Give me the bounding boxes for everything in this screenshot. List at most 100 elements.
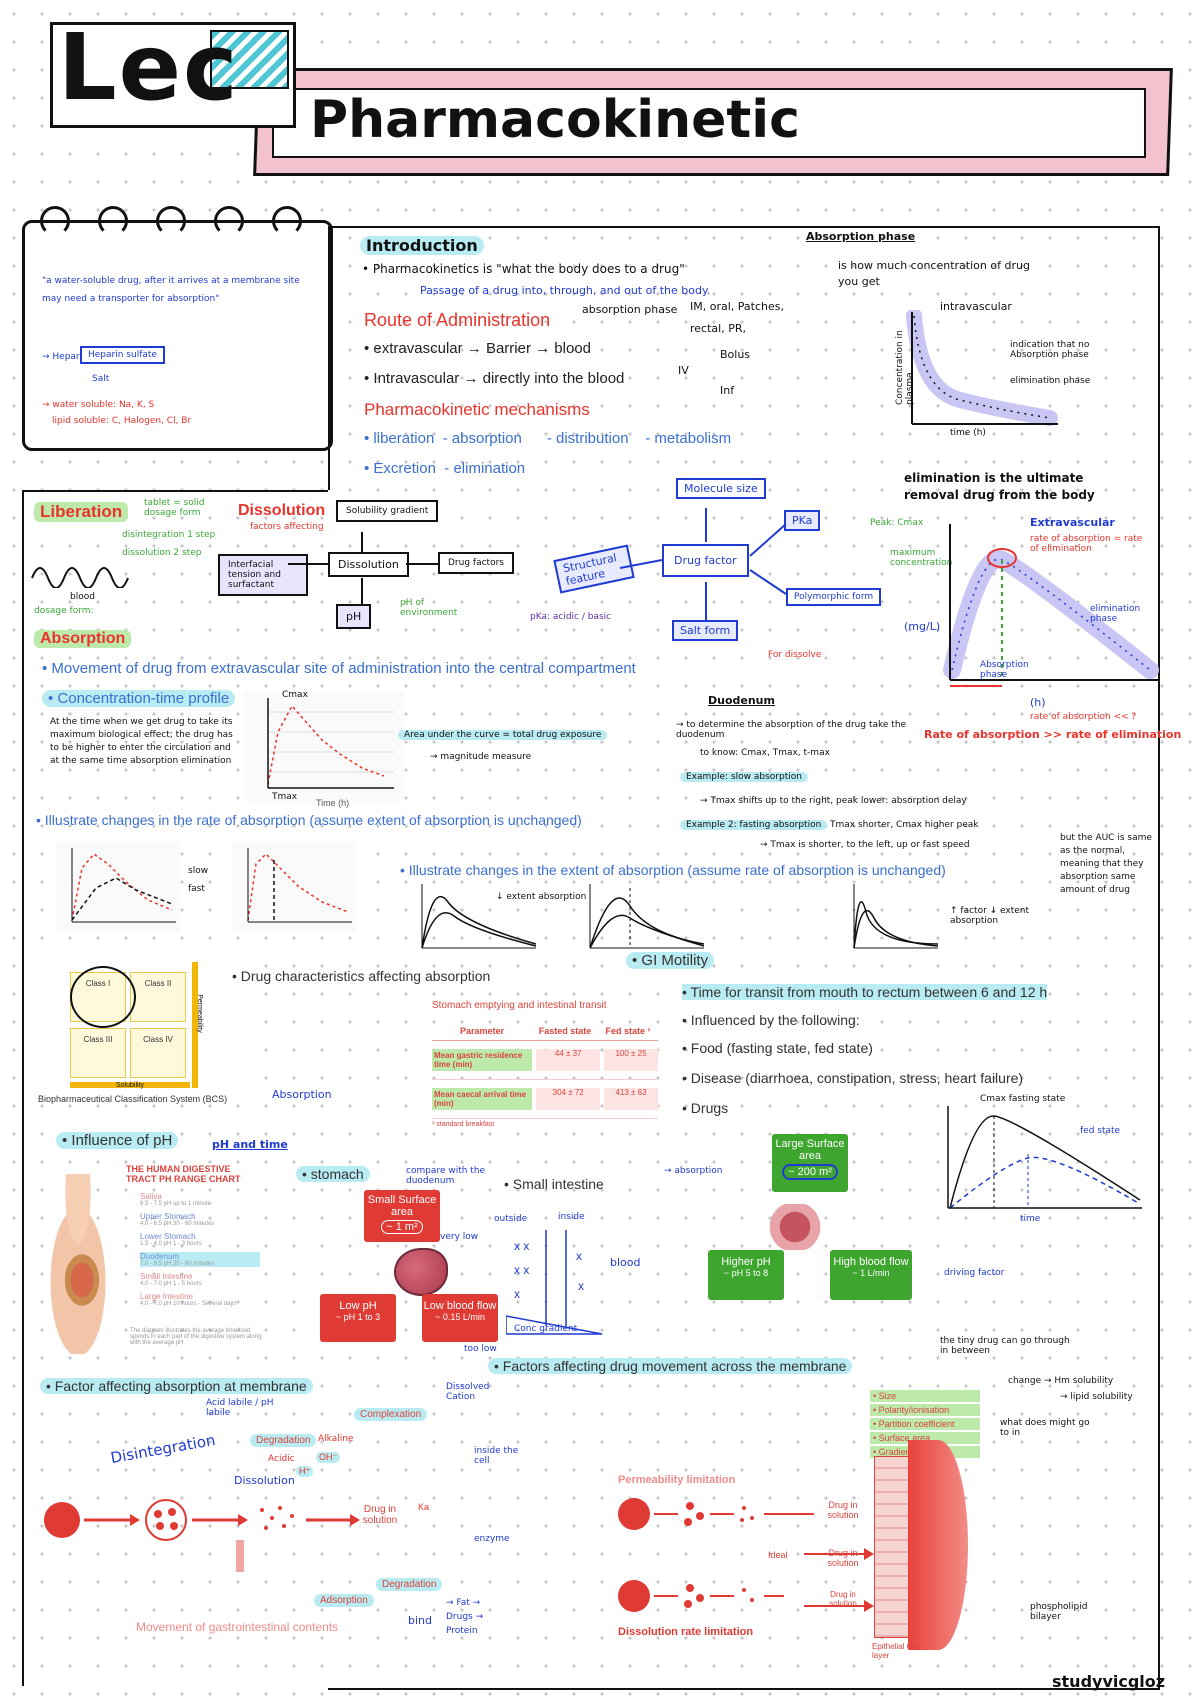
rate-lt-note: rate of absorption << ? (1030, 712, 1137, 722)
gi-item-3: • Disease (diarrhoea, constipation, stre… (682, 1070, 1024, 1086)
dissolution-subnote: factors affecting (250, 522, 324, 532)
bcs-title: Biopharmaceutical Classification System … (38, 1094, 228, 1104)
abs-phase-chart (906, 310, 1058, 426)
mech-heading: Pharmacokinetic mechanisms (364, 400, 590, 419)
max-conc-note: maximum concentration (890, 548, 953, 568)
table-row: Mean gastric residence time (min) 44 ± 3… (432, 1041, 658, 1080)
bcs-absorption-note: Absorption (272, 1088, 332, 1101)
gi-heading: • GI Motility (626, 952, 715, 969)
bcs-class-2: Class II (130, 972, 186, 1022)
dissolution-rate-label: Dissolution rate limitation (618, 1626, 754, 1638)
bcs-circle (70, 966, 136, 1028)
too-low-note: too low (464, 1344, 497, 1354)
extravascular-line: • extravascular → Barrier → blood (364, 340, 591, 357)
bcs-class-3: Class III (70, 1028, 126, 1078)
ph-note: pH and time (212, 1138, 288, 1151)
inside-label: inside (558, 1212, 585, 1222)
conc-gradient-note: Conc gradient (514, 1324, 578, 1334)
box-label: Small Surface area (367, 1194, 437, 1218)
gi-chart (947, 1106, 1142, 1209)
dosage-note: dosage form: (34, 606, 94, 616)
epithelial-label: Epithelial Cell layer (872, 1642, 921, 1660)
header-banner-inner (272, 88, 1146, 158)
ph-caption: The diagram illustrates the average time… (130, 1328, 262, 1346)
extravascular-title: Extravascular (1030, 516, 1115, 529)
salt-box: Salt form (672, 620, 739, 641)
inf-label: Inf (720, 384, 735, 397)
main-frame (328, 226, 1160, 1690)
box-value: ~ pH 1 to 3 (335, 1312, 381, 1322)
permeability-flow (618, 1498, 874, 1612)
footer-credit: studyvicgloz (1052, 1672, 1166, 1691)
ring-icon (156, 206, 186, 236)
box-value: ~ 0.15 L/min (435, 1312, 485, 1322)
oh-minus-pill: OH⁻ (316, 1452, 341, 1463)
interfacial-box: Interfacial tension and surfactant (218, 554, 308, 596)
ph-box: pH (336, 604, 372, 629)
water-soluble-note: → water soluble: Na, K, S (42, 400, 155, 410)
table-cell: 304 ± 72 (536, 1088, 601, 1110)
ph-chart-title: THE HUMAN DIGESTIVE TRACT PH RANGE CHART (126, 1164, 241, 1184)
very-low-note: very low (440, 1232, 479, 1242)
gi-fed-state: fed state (1080, 1126, 1121, 1136)
duodenum-title: Duodenum (708, 694, 775, 707)
factor-item: • Size (870, 1390, 980, 1402)
gradient-sketch: x x x x x x x (506, 1230, 603, 1335)
gi-item-1: • Influenced by the following: (682, 1012, 860, 1028)
lipid-soluble-note: lipid soluble: C, Halogen, Cl, Br (52, 416, 192, 426)
table-cell: Mean gastric residence time (min) (432, 1049, 533, 1071)
tablet-note: tablet = solid dosage form (144, 498, 205, 518)
table-footnote: ¹ standard breakfast (432, 1121, 495, 1128)
extent-chart-1 (421, 884, 537, 949)
cmax-label: Cmax (282, 690, 308, 700)
organ-illustration (62, 1250, 102, 1310)
bolus-label: Bolus (720, 348, 751, 361)
abs-phase-intravascular: intravascular (940, 300, 1012, 313)
salt-label: Salt (92, 374, 110, 384)
alkaline-label: Alkaline (318, 1434, 354, 1444)
absorption-phase-note: absorption phase (582, 303, 678, 316)
drug-factor-connectors (619, 508, 787, 620)
ct-profile-heading: • Concentration-time profile (42, 690, 236, 707)
intravascular-line: • Intravascular → directly into the bloo… (364, 370, 625, 387)
peak-note: Peak: Cmax (870, 518, 924, 528)
permeability-label: Permeability limitation (618, 1474, 736, 1486)
main-frame-left (22, 490, 24, 1686)
box-label: High blood flow (833, 1256, 909, 1268)
pka-box: PKa (784, 510, 821, 531)
low-blood-box: Low blood flow ~ 0.15 L/min (422, 1294, 498, 1342)
abs-phase-label: Absorption phase (980, 660, 1029, 680)
time-label: Time (h) (316, 798, 350, 808)
dissolution-heading: Dissolution (238, 502, 326, 519)
drug-factor-box: Drug factor (662, 544, 749, 577)
svg-text:x x: x x (514, 1263, 529, 1277)
pka-note: pKa: acidic / basic (530, 612, 612, 622)
illus-rate-heading: • Illustrate changes in the rate of abso… (36, 812, 582, 828)
blood-label: blood (70, 592, 95, 602)
acidic-label: Acidic (268, 1454, 295, 1464)
svg-text:x x: x x (514, 1239, 529, 1253)
gi-item-2: • Food (fasting state, fed state) (682, 1040, 873, 1056)
intro-divider (328, 226, 330, 490)
table-row: Mean caecal arrival time (min) 304 ± 72 … (432, 1080, 658, 1119)
notebook-rings (40, 206, 310, 236)
bcs-permeability: Permeability (195, 994, 203, 1033)
abs-phase-title: Absorption phase (806, 230, 916, 243)
complexation-pill: Complexation (354, 1408, 428, 1421)
intro-definition: • Pharmacokinetics is "what the body doe… (362, 262, 685, 276)
degradation2-pill: Degradation (376, 1578, 443, 1591)
elimination-chart (943, 524, 1159, 687)
extent-note-2: ↑ factor ↓ extent absorption (950, 906, 1030, 926)
degradation-pill: Degradation (250, 1434, 317, 1447)
page-title: Pharmacokinetic (310, 90, 800, 150)
intestine-icon (760, 1204, 830, 1250)
low-ph-box: Low pH ~ pH 1 to 3 (320, 1294, 396, 1342)
epithelial-curve (908, 1440, 968, 1650)
rate-chart-1 (56, 842, 180, 932)
intro-heading: Introduction (360, 236, 484, 255)
stomach-icon (394, 1248, 448, 1296)
box-label: Large Surface area (775, 1138, 845, 1162)
